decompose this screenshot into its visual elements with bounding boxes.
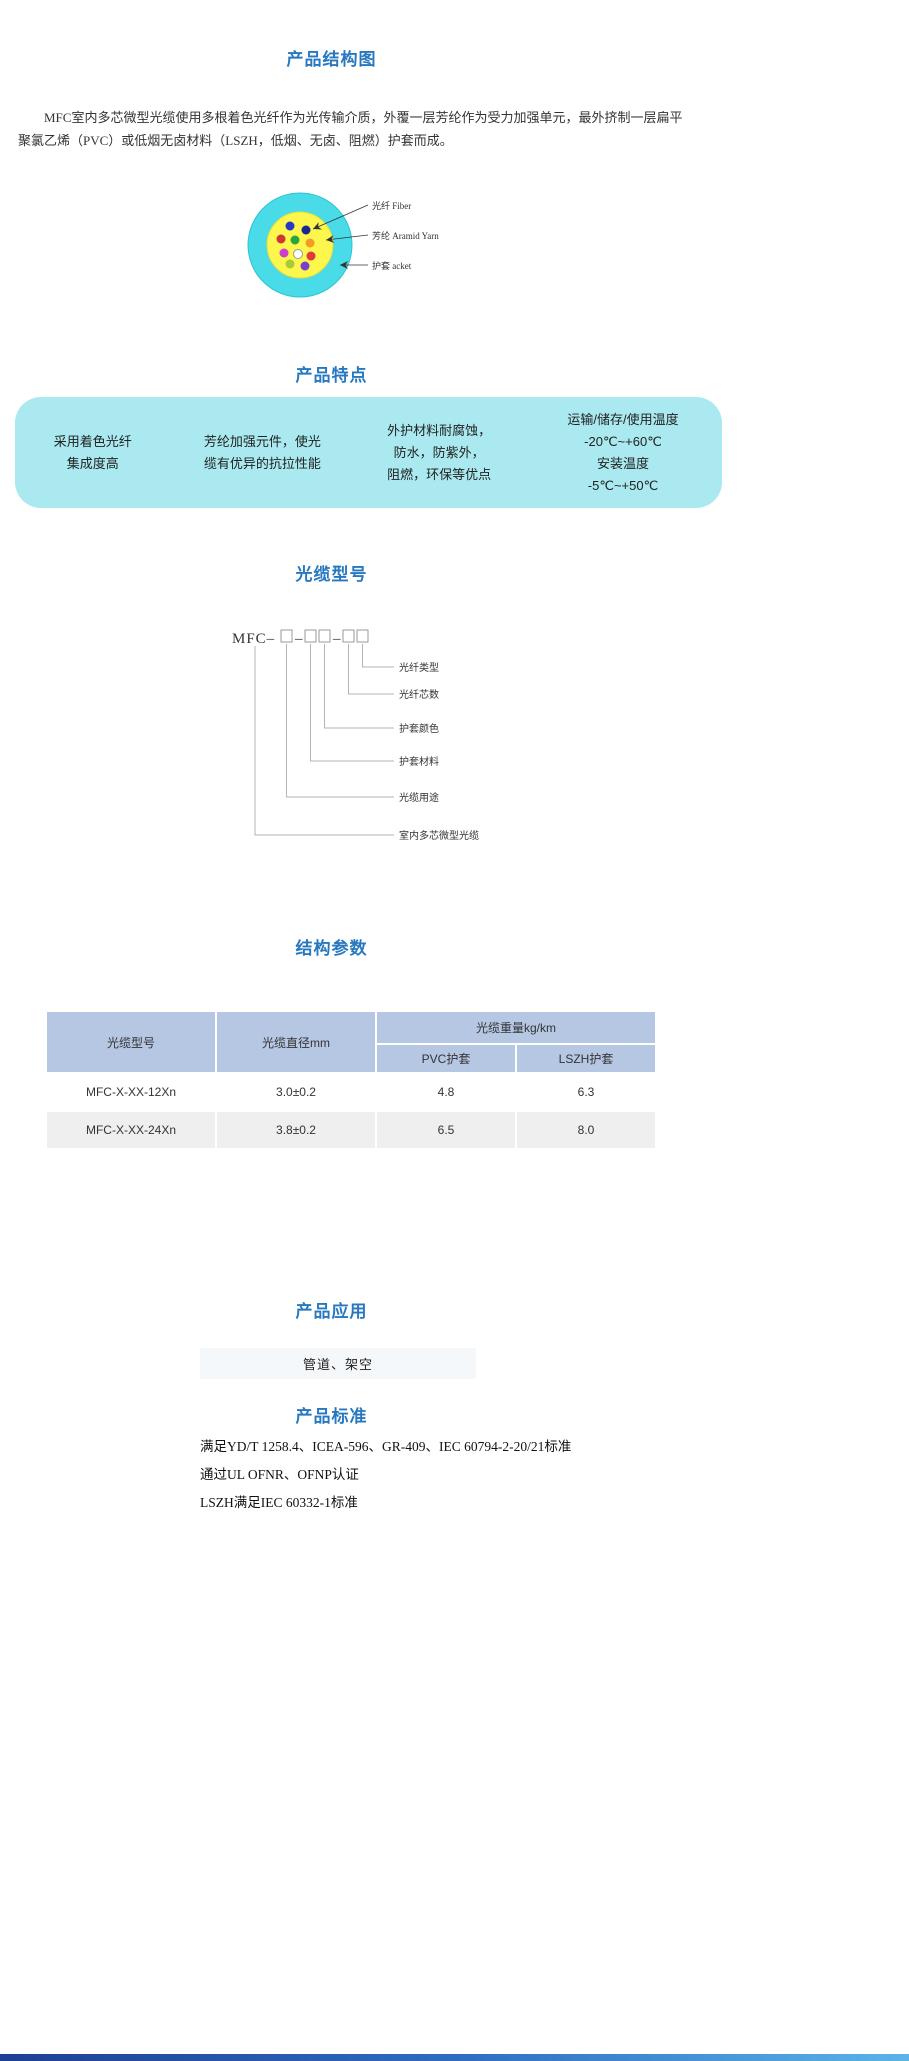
model-box-fiber-count: [342, 629, 355, 643]
intro-paragraph: MFC室内多芯微型光缆使用多根着色光纤作为光传输介质，外覆一层芳纶作为受力加强单…: [18, 110, 683, 148]
leader-line-usage: [286, 644, 394, 798]
model-label-jacket-material: 护套材料: [399, 755, 439, 768]
leader-line-jacket-color: [324, 644, 394, 729]
col-header-pvc: PVC护套: [375, 1043, 517, 1074]
model-box-jacket-material: [304, 629, 317, 643]
section-title-structure: 产品结构图: [286, 50, 377, 69]
fiber-dot: [301, 225, 311, 235]
model-label-cable-family: 室内多芯微型光缆: [399, 829, 479, 842]
model-label-fiber-type: 光纤类型: [399, 661, 439, 674]
fiber-dot: [285, 221, 295, 231]
fiber-dot: [290, 235, 300, 245]
standard-line: 通过UL OFNR、OFNP认证: [200, 1467, 359, 1482]
feature-item-temperature: 运输/储存/使用温度 -20℃~+60℃ 安装温度 -5℃~+50℃: [567, 411, 679, 493]
leader-line-cable-family: [254, 646, 394, 836]
aramid-leader-line: [325, 234, 369, 244]
section-title-application: 产品应用: [295, 1302, 368, 1321]
cell-weight-lszh: 6.3: [514, 1072, 658, 1112]
fiber-dot: [293, 249, 303, 259]
leader-line-jacket-material: [310, 644, 394, 762]
fiber-label: 光纤 Fiber: [372, 200, 411, 211]
table-row: MFC-X-XX-24Xn 3.8±0.2 6.5 8.0: [45, 1110, 658, 1150]
standard-line: 满足YD/T 1258.4、ICEA-596、GR-409、IEC 60794-…: [200, 1439, 572, 1454]
model-label-jacket-color: 护套颜色: [399, 722, 439, 735]
model-code-diagram: MFC– – – 光纤类型 光纤芯数 护套颜色 护套材料 光缆用途 室内多芯微型…: [232, 629, 479, 842]
model-dash: –: [294, 631, 304, 647]
fiber-leader-line: [312, 204, 369, 230]
model-label-usage: 光缆用途: [399, 791, 439, 804]
fiber-dot: [305, 238, 315, 248]
model-box-usage: [280, 629, 293, 643]
section-title-model: 光缆型号: [295, 565, 368, 584]
leader-line-fiber-count: [348, 644, 394, 695]
col-header-lszh: LSZH护套: [514, 1043, 658, 1074]
model-box-fiber-type: [356, 629, 369, 643]
feature-item-jacket-material: 外护材料耐腐蚀， 防水，防紫外， 阻燃，环保等优点: [387, 422, 492, 482]
cell-weight-pvc: 4.8: [375, 1072, 517, 1112]
cell-weight-pvc: 6.5: [375, 1110, 517, 1150]
features-box: 采用着色光纤 集成度高 芳纶加强元件，使光 缆有优异的抗拉性能 外护材料耐腐蚀，…: [15, 397, 722, 508]
footer-gradient-bar: [0, 2054, 909, 2061]
cell-weight-lszh: 8.0: [514, 1110, 658, 1150]
params-table: 光缆型号 光缆直径mm 光缆重量kg/km PVC护套 LSZH护套 MFC-X…: [45, 1010, 658, 1150]
cell-model: MFC-X-XX-12Xn: [45, 1072, 217, 1112]
feature-item-aramid-strength: 芳纶加强元件，使光 缆有优异的抗拉性能: [203, 433, 321, 471]
cable-cross-section-diagram: 光纤 Fiber 芳纶 Aramid Yarn 护套 acket: [247, 192, 439, 298]
cell-diameter: 3.8±0.2: [215, 1110, 377, 1150]
application-value: 管道、架空: [200, 1348, 476, 1379]
section-title-params: 结构参数: [295, 939, 368, 958]
fiber-dot: [306, 251, 316, 261]
aramid-layer: [266, 211, 334, 279]
model-box-jacket-color: [318, 629, 331, 643]
fiber-dot: [300, 261, 310, 271]
fiber-dot: [279, 248, 289, 258]
feature-item-colored-fiber: 采用着色光纤 集成度高: [53, 433, 132, 471]
standards-list: 满足YD/T 1258.4、ICEA-596、GR-409、IEC 60794-…: [200, 1433, 571, 1517]
cell-diameter: 3.0±0.2: [215, 1072, 377, 1112]
section-title-features: 产品特点: [295, 366, 368, 385]
model-label-fiber-count: 光纤芯数: [399, 688, 439, 701]
jacket-label: 护套 acket: [372, 260, 412, 271]
section-title-standard: 产品标准: [295, 1407, 368, 1426]
leader-line-fiber-type: [362, 644, 394, 668]
col-header-model: 光缆型号: [45, 1010, 217, 1074]
col-header-diameter: 光缆直径mm: [215, 1010, 377, 1074]
cell-model: MFC-X-XX-24Xn: [45, 1110, 217, 1150]
col-header-weight: 光缆重量kg/km: [374, 1010, 658, 1045]
fiber-dot: [276, 234, 286, 244]
fiber-dot: [285, 259, 295, 269]
model-dash: –: [332, 631, 342, 647]
model-prefix: MFC–: [232, 631, 275, 647]
aramid-label: 芳纶 Aramid Yarn: [372, 230, 439, 241]
standard-line: LSZH满足IEC 60332-1标准: [200, 1495, 358, 1510]
table-row: MFC-X-XX-12Xn 3.0±0.2 4.8 6.3: [45, 1072, 658, 1112]
